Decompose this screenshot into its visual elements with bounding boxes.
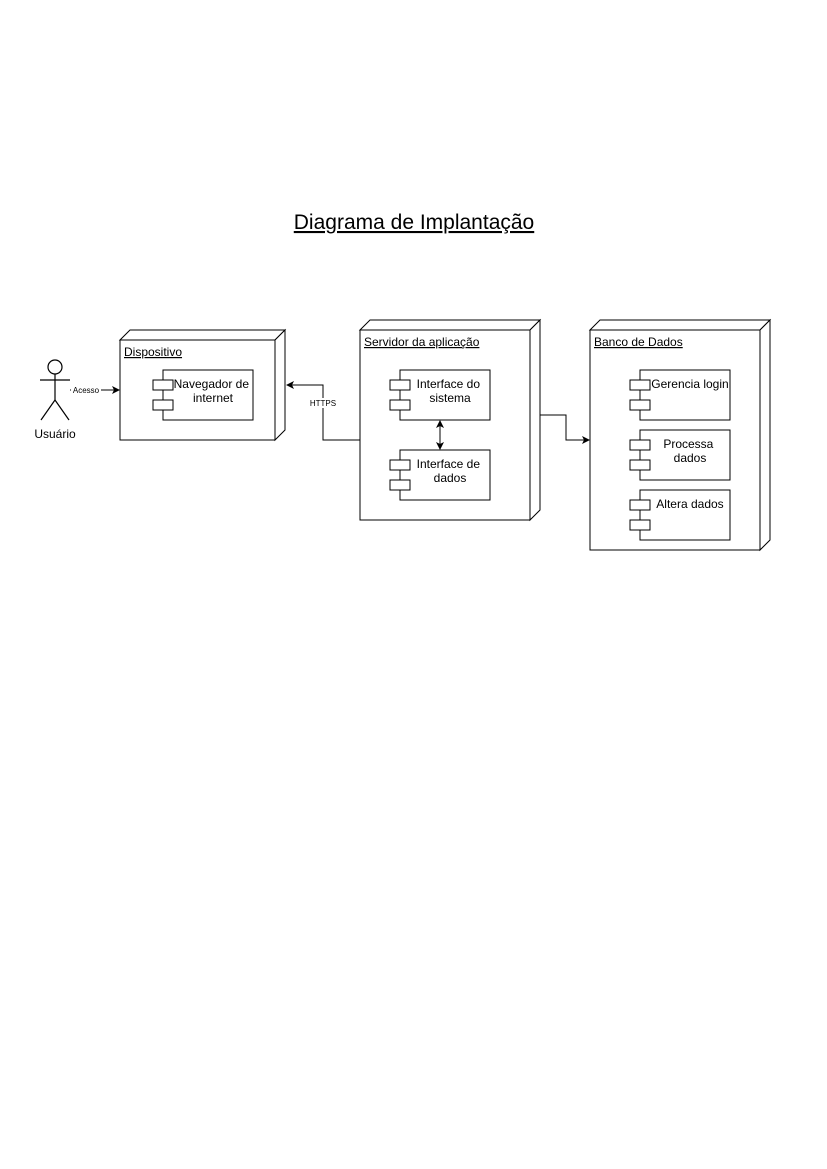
component-processa-dados bbox=[629, 429, 731, 481]
component-altera-dados-label: Altera dados bbox=[656, 497, 723, 511]
node-dispositivo-label: Dispositivo bbox=[124, 345, 182, 359]
component-gerencia-login-label: Gerencia login bbox=[651, 377, 728, 391]
node-servidor-label: Servidor da aplicação bbox=[364, 335, 480, 349]
component-navegador-label: Navegador de internet bbox=[174, 377, 253, 405]
edge-servidor-banco bbox=[540, 414, 590, 444]
component-interface-dados-label: Interface de dados bbox=[417, 457, 484, 485]
page-title: Diagrama de Implantação bbox=[294, 211, 534, 234]
component-navegador bbox=[152, 369, 254, 421]
edge-acesso-label: Acesso bbox=[73, 386, 100, 395]
component-altera-dados bbox=[629, 489, 731, 541]
actor-label: Usuário bbox=[34, 427, 76, 441]
component-interface-sistema-line2: sistema bbox=[429, 391, 471, 405]
component-interface-dados bbox=[389, 449, 491, 501]
actor-head bbox=[47, 359, 63, 375]
component-navegador-line1: Navegador de bbox=[174, 377, 250, 391]
component-gerencia-login bbox=[629, 369, 731, 421]
component-navegador-line2: internet bbox=[193, 391, 234, 405]
component-interface-dados-line2: dados bbox=[434, 471, 467, 485]
actor-usuario bbox=[40, 359, 70, 421]
component-processa-dados-line1: Processa bbox=[663, 437, 713, 451]
component-interface-dados-line1: Interface de bbox=[417, 457, 481, 471]
edge-https bbox=[286, 381, 360, 441]
component-interface-sistema bbox=[389, 369, 491, 421]
component-interface-sistema-label: Interface do sistema bbox=[417, 377, 484, 405]
edge-https-label: HTTPS bbox=[310, 399, 336, 408]
node-banco-label: Banco de Dados bbox=[594, 335, 683, 349]
component-processa-dados-line2: dados bbox=[674, 451, 707, 465]
component-processa-dados-label: Processa dados bbox=[663, 437, 716, 465]
component-interface-sistema-line1: Interface do bbox=[417, 377, 481, 391]
